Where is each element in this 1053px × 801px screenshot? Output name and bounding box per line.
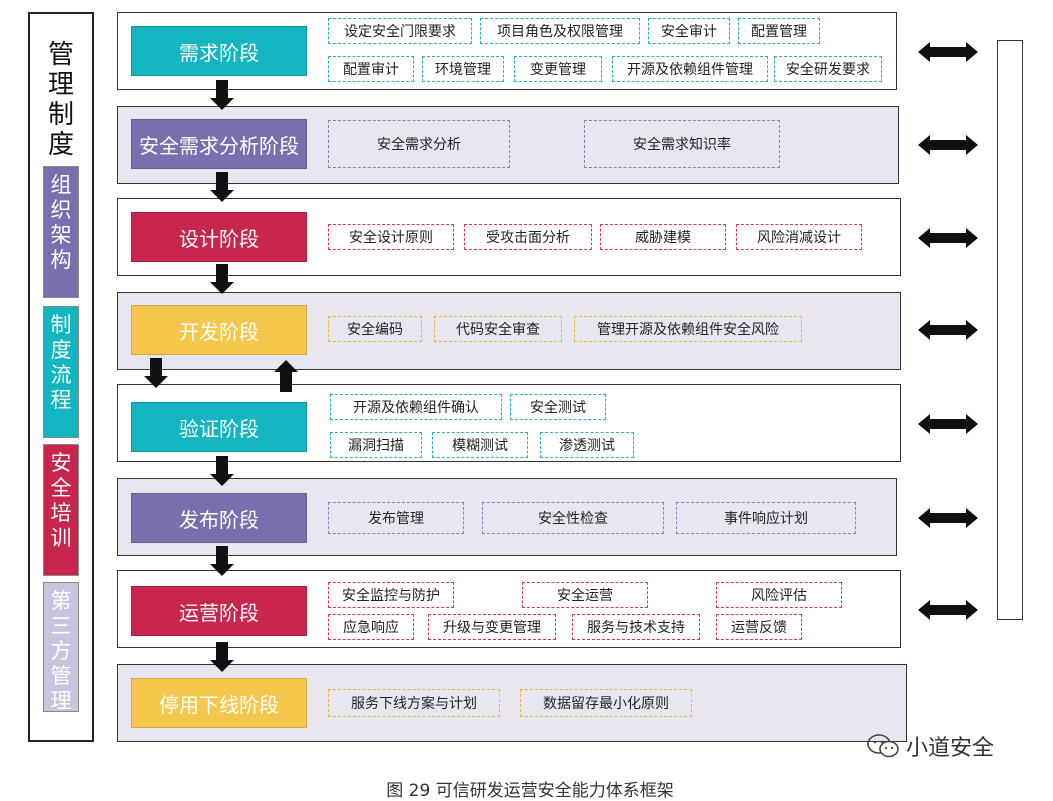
stage-security-analysis: 安全需求分析阶段 bbox=[131, 119, 307, 169]
double-arrow-icon bbox=[918, 508, 978, 528]
right-bracket bbox=[997, 40, 1023, 620]
double-arrow-icon bbox=[918, 600, 978, 620]
management-item-process: 制度流程 bbox=[43, 306, 79, 438]
tag: 应急响应 bbox=[328, 614, 414, 640]
tag: 代码安全审查 bbox=[434, 316, 562, 342]
tag: 模糊测试 bbox=[432, 432, 528, 458]
stage-release: 发布阶段 bbox=[131, 493, 307, 543]
tag: 升级与变更管理 bbox=[428, 614, 556, 640]
tag: 发布管理 bbox=[328, 502, 464, 534]
tag: 环境管理 bbox=[422, 56, 504, 82]
double-arrow-icon bbox=[918, 414, 978, 434]
tag: 安全编码 bbox=[328, 316, 422, 342]
tag: 安全测试 bbox=[510, 394, 606, 420]
flow-arrow-down-icon bbox=[144, 358, 168, 388]
tag: 管理开源及依赖组件安全风险 bbox=[574, 316, 802, 342]
stage-design: 设计阶段 bbox=[131, 212, 307, 262]
stage-operation: 运营阶段 bbox=[131, 586, 307, 636]
tag: 服务与技术支持 bbox=[572, 614, 700, 640]
tag: 风险消减设计 bbox=[736, 224, 862, 250]
tag: 配置管理 bbox=[738, 18, 820, 44]
flow-arrow-down-icon bbox=[210, 172, 234, 202]
tag: 设定安全门限要求 bbox=[328, 18, 472, 44]
management-title: 管理制度 bbox=[47, 40, 74, 160]
stage-decommission: 停用下线阶段 bbox=[131, 678, 307, 728]
tag: 数据留存最小化原则 bbox=[520, 689, 692, 717]
watermark-text: 小道安全 bbox=[906, 736, 995, 761]
tag: 渗透测试 bbox=[540, 432, 634, 458]
tag: 安全性检查 bbox=[482, 502, 664, 534]
wechat-icon bbox=[867, 734, 899, 758]
tag: 安全审计 bbox=[648, 18, 730, 44]
management-item-training: 安全培训 bbox=[43, 444, 79, 576]
tag: 配置审计 bbox=[328, 56, 414, 82]
tag: 运营反馈 bbox=[716, 614, 802, 640]
tag: 受攻击面分析 bbox=[464, 224, 592, 250]
tag: 安全需求知识率 bbox=[584, 120, 780, 168]
tag: 事件响应计划 bbox=[676, 502, 856, 534]
tag: 安全监控与防护 bbox=[328, 582, 454, 608]
management-item-org: 组织架构 bbox=[43, 166, 79, 298]
stage-requirements: 需求阶段 bbox=[131, 26, 307, 76]
double-arrow-icon bbox=[918, 228, 978, 248]
tag: 威胁建模 bbox=[600, 224, 726, 250]
tag: 安全运营 bbox=[522, 582, 648, 608]
tag: 安全研发要求 bbox=[774, 56, 882, 82]
watermark: 小道安全 bbox=[866, 730, 994, 762]
flow-arrow-down-icon bbox=[210, 642, 234, 672]
tag: 项目角色及权限管理 bbox=[480, 18, 640, 44]
stage-development: 开发阶段 bbox=[131, 305, 307, 355]
tag: 服务下线方案与计划 bbox=[328, 689, 500, 717]
tag: 开源及依赖组件确认 bbox=[330, 394, 502, 420]
tag: 开源及依赖组件管理 bbox=[612, 56, 768, 82]
tag: 风险评估 bbox=[716, 582, 842, 608]
flow-arrow-down-icon bbox=[210, 456, 234, 486]
tag: 变更管理 bbox=[514, 56, 602, 82]
flow-arrow-down-icon bbox=[210, 546, 234, 576]
double-arrow-icon bbox=[918, 42, 978, 62]
flow-arrow-down-icon bbox=[210, 80, 234, 110]
flow-arrow-up-icon bbox=[274, 360, 298, 392]
tag: 漏洞扫描 bbox=[330, 432, 422, 458]
double-arrow-icon bbox=[918, 320, 978, 340]
tag: 安全需求分析 bbox=[328, 120, 510, 168]
flow-arrow-down-icon bbox=[210, 264, 234, 294]
management-item-third-party: 第三方管理 bbox=[43, 582, 79, 713]
figure-caption: 图 29 可信研发运营安全能力体系框架 bbox=[386, 781, 674, 801]
double-arrow-icon bbox=[918, 135, 978, 155]
tag: 安全设计原则 bbox=[328, 224, 454, 250]
stage-verification: 验证阶段 bbox=[131, 402, 307, 452]
